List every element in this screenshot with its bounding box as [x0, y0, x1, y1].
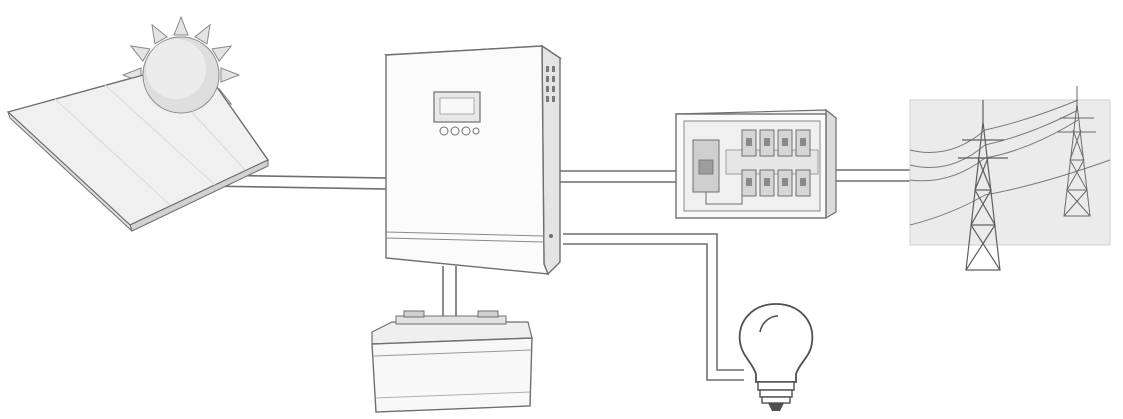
- light-bulb-icon: [738, 303, 814, 411]
- inverter-vents: [546, 66, 555, 102]
- battery-icon: [371, 310, 533, 413]
- inverter-buttons: [439, 126, 480, 136]
- power-tower-back: [1058, 86, 1096, 217]
- edge-inverter-distribution-box: [556, 170, 676, 183]
- power-tower-front: [958, 100, 1008, 271]
- grid-background: [909, 99, 1111, 246]
- power-tower-icon: [909, 86, 1111, 271]
- inverter-icon: [383, 44, 563, 276]
- connections: [204, 169, 910, 381]
- edge-inverter-battery: [442, 266, 457, 325]
- solar-panel-icon: [6, 59, 270, 232]
- sun-overlay: [142, 36, 220, 114]
- breaker-box-icon: [674, 108, 838, 220]
- edge-distribution-box-grid: [836, 169, 910, 182]
- edge-inverter-load: [563, 233, 744, 381]
